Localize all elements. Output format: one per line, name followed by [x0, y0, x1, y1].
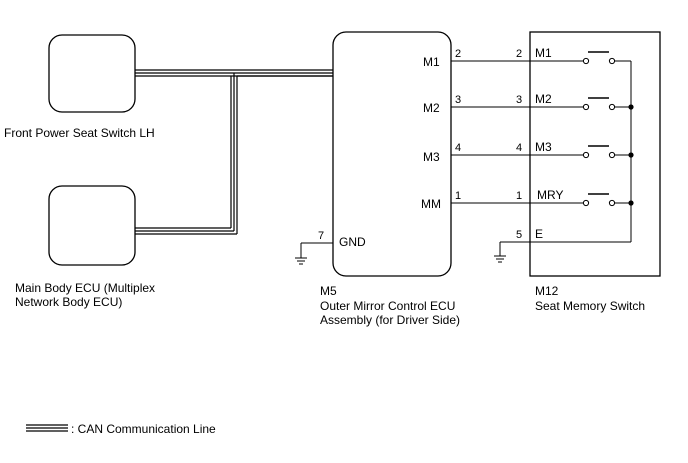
- mirror-ecu-pin-m1-label: M1: [423, 55, 440, 69]
- front-seat-switch-label: Front Power Seat Switch LH: [4, 126, 155, 140]
- legend-text: : CAN Communication Line: [71, 422, 216, 436]
- memory-switch-pin-m1-label: M1: [535, 46, 552, 60]
- mirror-ecu-box: [332, 31, 452, 277]
- main-body-ecu-label-line2: Network Body ECU): [15, 295, 122, 309]
- mirror-ecu-gnd-label: GND: [339, 235, 366, 249]
- mirror-ecu-gnd-pin-number: 7: [318, 230, 324, 242]
- memory-switch-pin-m3-label: M3: [535, 140, 552, 154]
- memory-switch-pin-m1-number: 2: [516, 48, 522, 60]
- signal-wires: [451, 60, 530, 204]
- memory-switch-contacts: [530, 51, 632, 243]
- junction-dots: [628, 104, 634, 206]
- mirror-ecu-pin-m2-label: M2: [423, 101, 440, 115]
- mirror-ecu-pin-mm-label: MM: [421, 197, 441, 211]
- memory-switch-box: [529, 31, 661, 277]
- memory-switch-ground-label: E: [535, 227, 543, 241]
- memory-switch-pin-m3-number: 4: [516, 142, 522, 154]
- mirror-ecu-name-line1: Outer Mirror Control ECU: [320, 299, 455, 313]
- memory-switch-code: M12: [535, 284, 559, 298]
- mirror-ecu-pin-m1-number: 2: [455, 48, 461, 60]
- mirror-ecu-pin-mm-number: 1: [455, 190, 461, 202]
- memory-switch-pin-mry-label: MRY: [537, 188, 563, 202]
- memory-switch-pin-m2-label: M2: [535, 92, 552, 106]
- front-seat-switch-box: [48, 34, 136, 113]
- mirror-ecu-name-line2: Assembly (for Driver Side): [320, 313, 460, 327]
- mirror-ecu-pin-m3-number: 4: [455, 142, 461, 154]
- memory-switch-name: Seat Memory Switch: [535, 299, 645, 313]
- mirror-ecu-pin-m3-label: M3: [423, 150, 440, 164]
- can-bus-lines: [135, 69, 333, 235]
- memory-switch-pin-m2-number: 3: [516, 94, 522, 106]
- memory-switch-ground-pin-number: 5: [516, 229, 522, 241]
- main-body-ecu-box: [48, 185, 136, 266]
- mirror-ecu-pin-m2-number: 3: [455, 94, 461, 106]
- memory-switch-pin-mry-number: 1: [516, 190, 522, 202]
- legend-can-line-symbol: [26, 424, 68, 432]
- mirror-ecu-code: M5: [320, 284, 337, 298]
- main-body-ecu-label-line1: Main Body ECU (Multiplex: [15, 281, 155, 295]
- mirror-ecu-ground-wire: [295, 242, 333, 265]
- memory-switch-ground-wire: [494, 241, 530, 263]
